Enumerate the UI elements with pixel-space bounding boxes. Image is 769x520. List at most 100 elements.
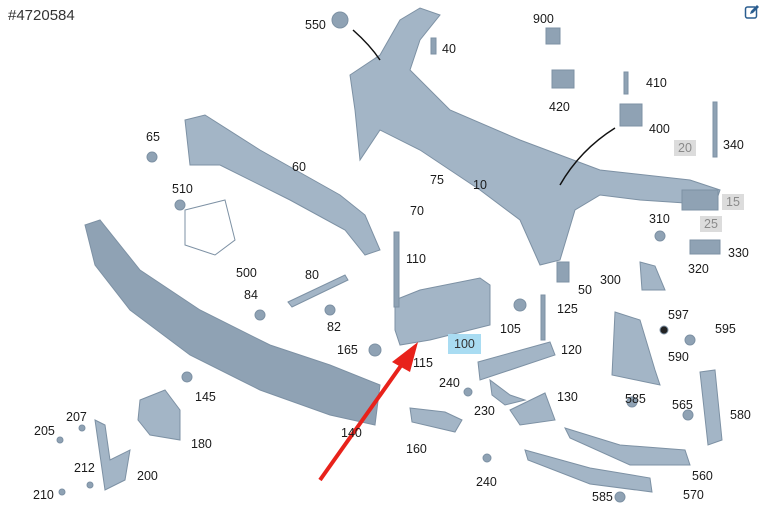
part-label-75[interactable]: 75: [430, 173, 444, 187]
part-label-240[interactable]: 240: [439, 376, 460, 390]
part-410-bolt: [623, 71, 629, 95]
part-597: [659, 325, 669, 335]
part-label-590[interactable]: 590: [668, 350, 689, 364]
part-label-510[interactable]: 510: [172, 182, 193, 196]
part-145: [181, 371, 193, 383]
part-label-300[interactable]: 300: [600, 273, 621, 287]
part-580: [699, 369, 723, 446]
part-100-crash-box: [394, 277, 491, 346]
part-label-84[interactable]: 84: [244, 288, 258, 302]
part-label-410[interactable]: 410: [646, 76, 667, 90]
part-label-60[interactable]: 60: [292, 160, 306, 174]
part-label-230[interactable]: 230: [474, 404, 495, 418]
part-label-70[interactable]: 70: [410, 204, 424, 218]
part-label-240[interactable]: 240: [476, 475, 497, 489]
part-565-bolt: [682, 409, 694, 421]
part-label-320[interactable]: 320: [688, 262, 709, 276]
part-230: [489, 378, 527, 406]
part-label-105[interactable]: 105: [500, 322, 521, 336]
part-60-cross-member: [184, 114, 381, 256]
part-205: [56, 436, 64, 444]
part-label-80[interactable]: 80: [305, 268, 319, 282]
part-label-160[interactable]: 160: [406, 442, 427, 456]
part-15: [681, 189, 719, 211]
part-65: [146, 151, 158, 163]
part-label-570[interactable]: 570: [683, 488, 704, 502]
part-900: [545, 27, 561, 45]
part-label-115[interactable]: 115: [413, 356, 433, 370]
part-label-145[interactable]: 145: [195, 390, 216, 404]
part-label-585[interactable]: 585: [592, 490, 613, 504]
part-400: [619, 103, 643, 127]
part-label-25[interactable]: 25: [700, 216, 722, 232]
part-80: [287, 274, 349, 308]
part-label-565[interactable]: 565: [672, 398, 693, 412]
part-label-200[interactable]: 200: [137, 469, 158, 483]
part-label-580[interactable]: 580: [730, 408, 751, 422]
part-label-125[interactable]: 125: [557, 302, 578, 316]
part-label-180[interactable]: 180: [191, 437, 212, 451]
part-label-40[interactable]: 40: [442, 42, 456, 56]
part-label-205[interactable]: 205: [34, 424, 55, 438]
part-label-210[interactable]: 210: [33, 488, 54, 502]
part-label-207[interactable]: 207: [66, 410, 87, 424]
part-212: [86, 481, 94, 489]
part-510: [174, 199, 186, 211]
part-590: [611, 311, 661, 386]
part-label-330[interactable]: 330: [728, 246, 749, 260]
part-560: [564, 427, 691, 466]
part-40-bolt: [430, 37, 437, 55]
part-label-310[interactable]: 310: [649, 212, 670, 226]
part-label-595[interactable]: 595: [715, 322, 736, 336]
part-340-bolt: [712, 101, 718, 158]
part-595: [684, 334, 696, 346]
part-label-130[interactable]: 130: [557, 390, 578, 404]
part-label-100[interactable]: 100: [448, 334, 481, 354]
part-label-65[interactable]: 65: [146, 130, 160, 144]
part-160: [409, 407, 463, 433]
leader-arrow-550: [352, 29, 381, 61]
part-label-212[interactable]: 212: [74, 461, 95, 475]
part-label-597[interactable]: 597: [668, 308, 689, 322]
part-label-20[interactable]: 20: [674, 140, 696, 156]
part-label-82[interactable]: 82: [327, 320, 341, 334]
red-pointer-arrow: [318, 342, 418, 482]
part-420: [551, 69, 575, 89]
part-label-15[interactable]: 15: [722, 194, 744, 210]
diagram-id: #4720584: [8, 7, 75, 24]
part-label-120[interactable]: 120: [561, 343, 582, 357]
part-label-140[interactable]: 140: [341, 426, 362, 440]
part-585-bolt: [626, 396, 638, 408]
part-82: [324, 304, 336, 316]
part-label-420[interactable]: 420: [549, 100, 570, 114]
part-label-560[interactable]: 560: [692, 469, 713, 483]
part-label-400[interactable]: 400: [649, 122, 670, 136]
part-label-10[interactable]: 10: [473, 178, 487, 192]
part-180: [137, 389, 181, 441]
part-165: [368, 343, 382, 357]
part-label-550[interactable]: 550: [305, 18, 326, 32]
leader-arrow-400: [559, 127, 616, 186]
part-label-500[interactable]: 500: [236, 266, 257, 280]
part-label-900[interactable]: 900: [533, 12, 554, 26]
part-label-50[interactable]: 50: [578, 283, 592, 297]
part-550: [331, 11, 349, 29]
part-207: [78, 424, 86, 432]
part-label-110[interactable]: 110: [406, 252, 426, 266]
part-210: [58, 488, 66, 496]
part-105: [513, 298, 527, 312]
part-200: [94, 419, 131, 491]
part-240-bolt: [463, 387, 473, 397]
edit-note-icon[interactable]: [744, 4, 760, 20]
part-110-bolt: [393, 231, 400, 308]
part-label-340[interactable]: 340: [723, 138, 744, 152]
part-120: [477, 341, 556, 381]
part-label-585[interactable]: 585: [625, 392, 646, 406]
part-label-165[interactable]: 165: [337, 343, 358, 357]
part-570: [524, 449, 653, 493]
part-330: [689, 239, 721, 255]
part-240-bolt-lower: [482, 453, 492, 463]
part-585-bolt-lower: [614, 491, 626, 503]
